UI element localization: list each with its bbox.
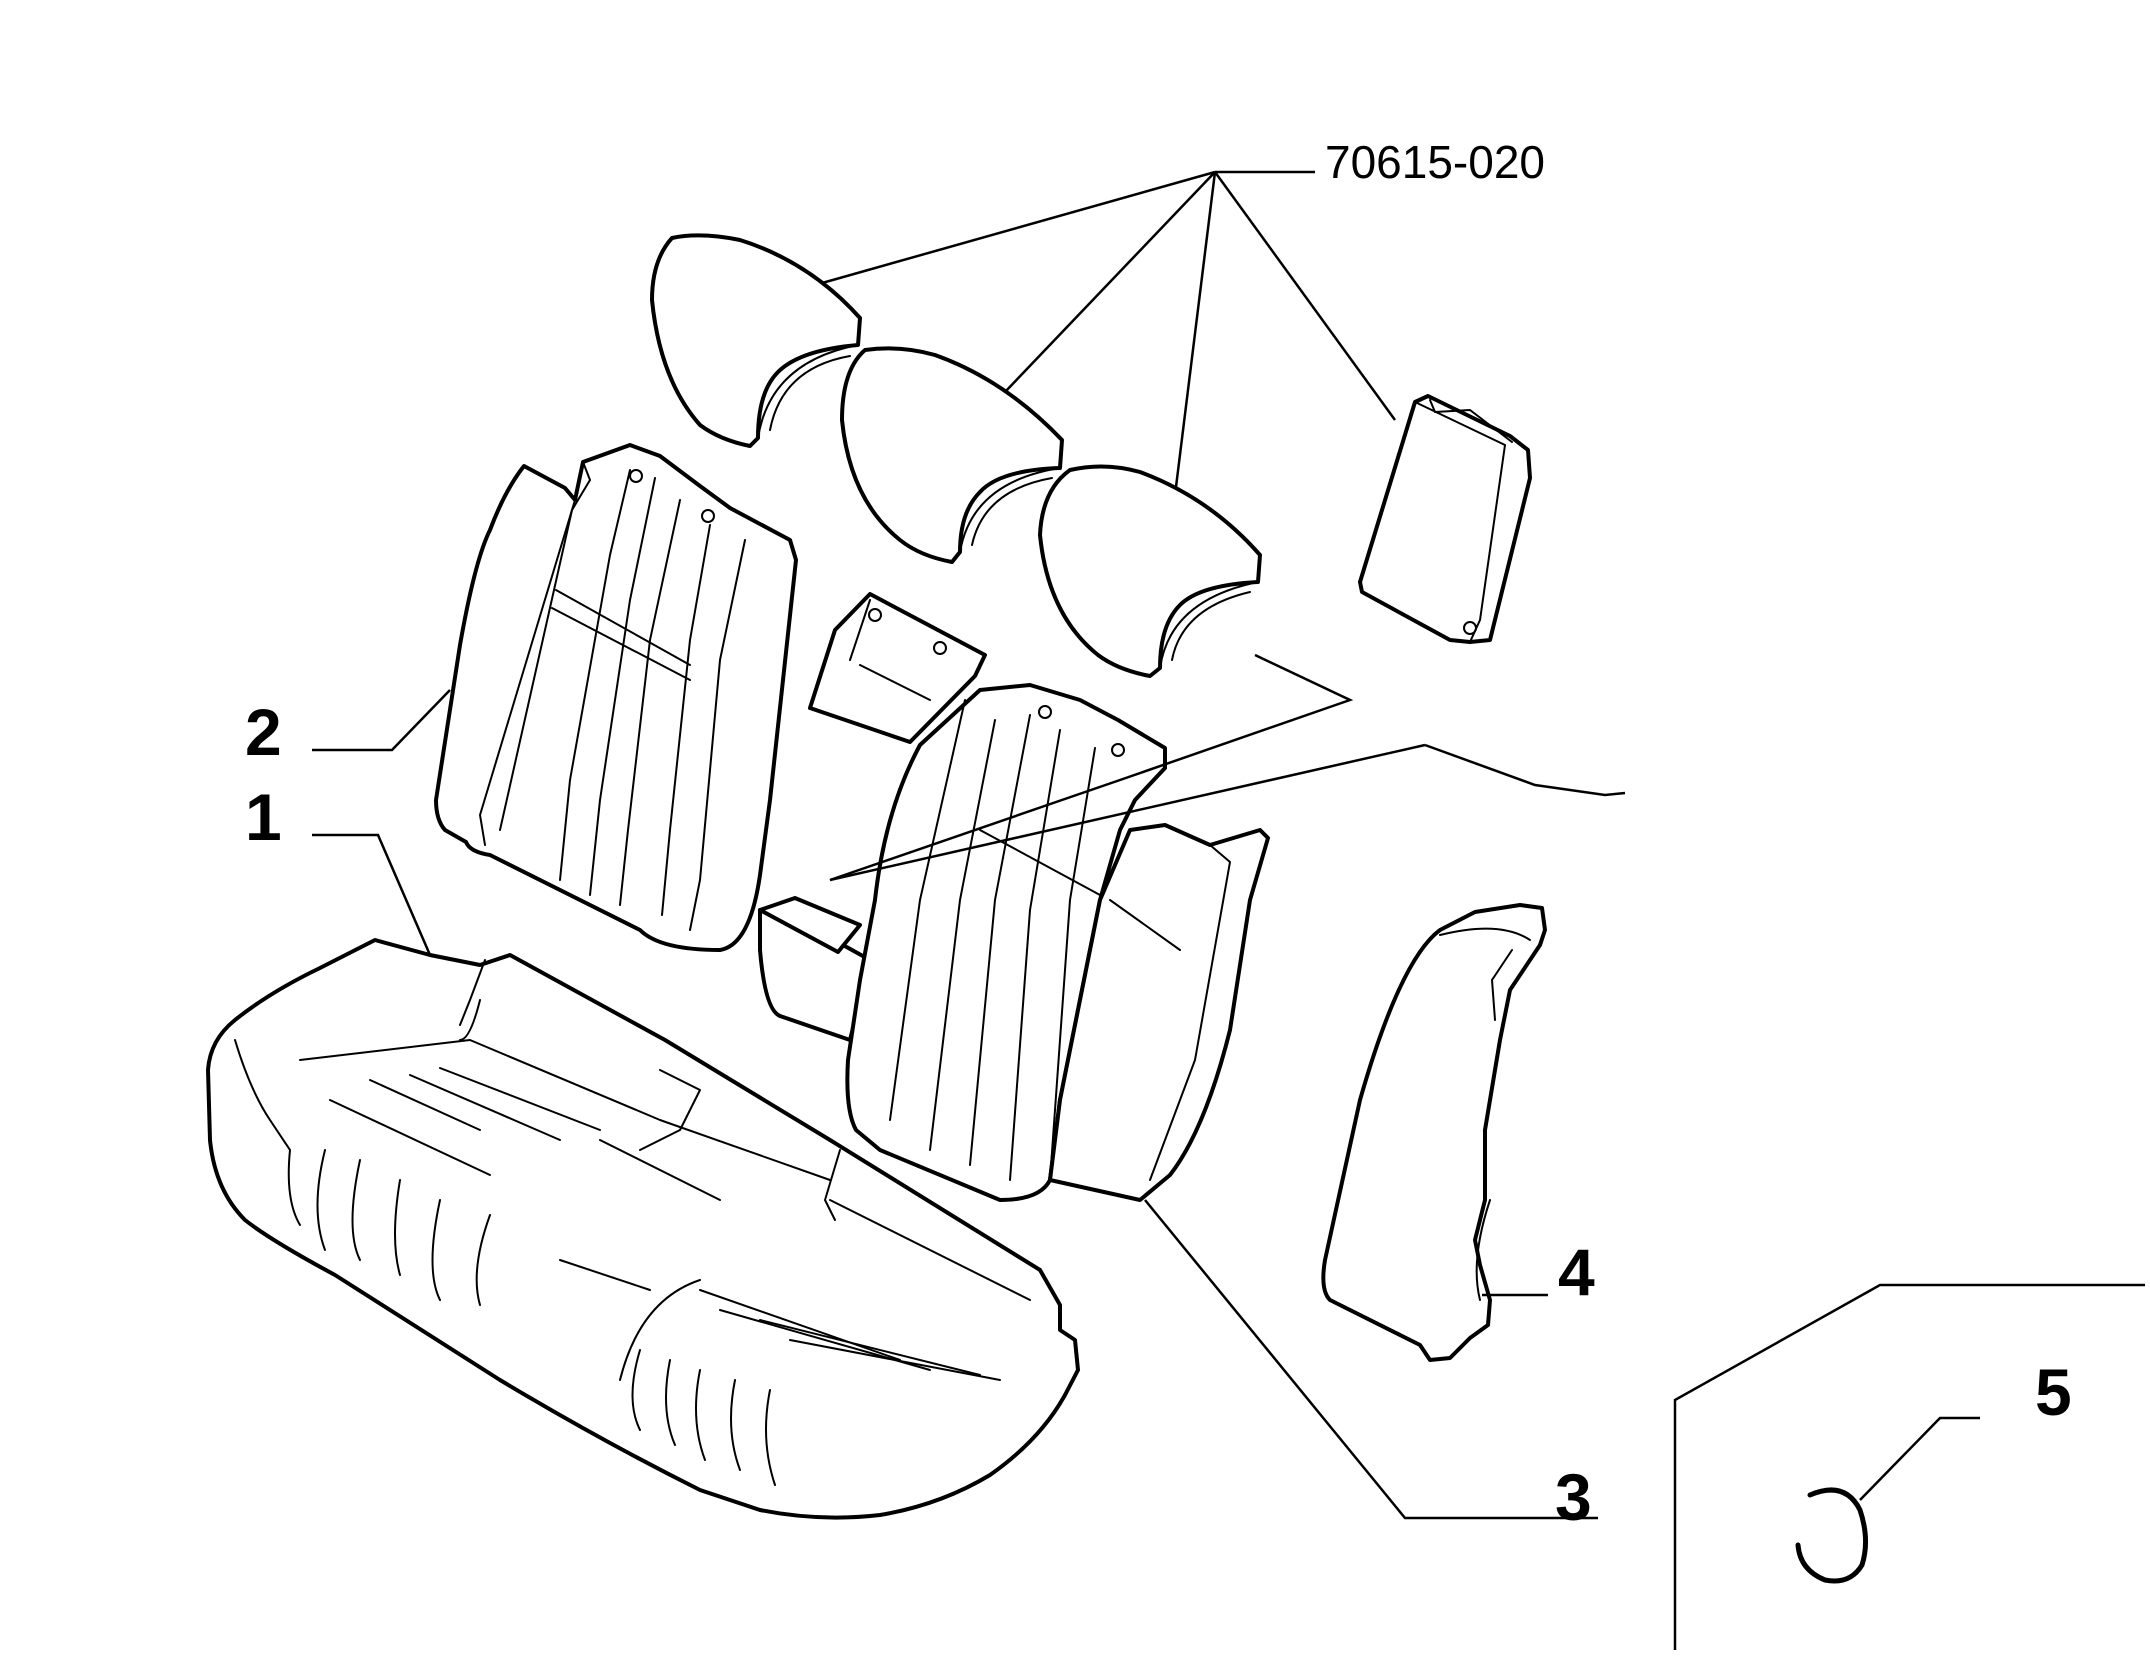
headrest-cover-1: [650, 233, 862, 448]
annotation-lines: [829, 653, 1626, 882]
headrest-cover-center: [1358, 394, 1532, 644]
callout-number-2: 2: [245, 695, 282, 769]
backrest-right: [758, 592, 1270, 1202]
headrest-cover-2: [840, 346, 1064, 564]
callout-number-3: 3: [1555, 1460, 1592, 1534]
headrest-cover-3: [1038, 464, 1262, 678]
clip-panel-frame: [1673, 1283, 2145, 1650]
side-bolster: [1321, 903, 1547, 1362]
backrest-left: [434, 443, 798, 952]
reference-code-label: 70615-020: [1325, 136, 1545, 188]
callout-number-1: 1: [245, 780, 282, 854]
callout-leaders: [312, 689, 1980, 1520]
callout-number-5: 5: [2035, 1355, 2072, 1429]
reference-leader-lines: [814, 170, 1397, 496]
hog-ring-clip: [1795, 1487, 1868, 1584]
seat-cushion: [206, 938, 1080, 1520]
callout-number-4: 4: [1558, 1235, 1595, 1309]
